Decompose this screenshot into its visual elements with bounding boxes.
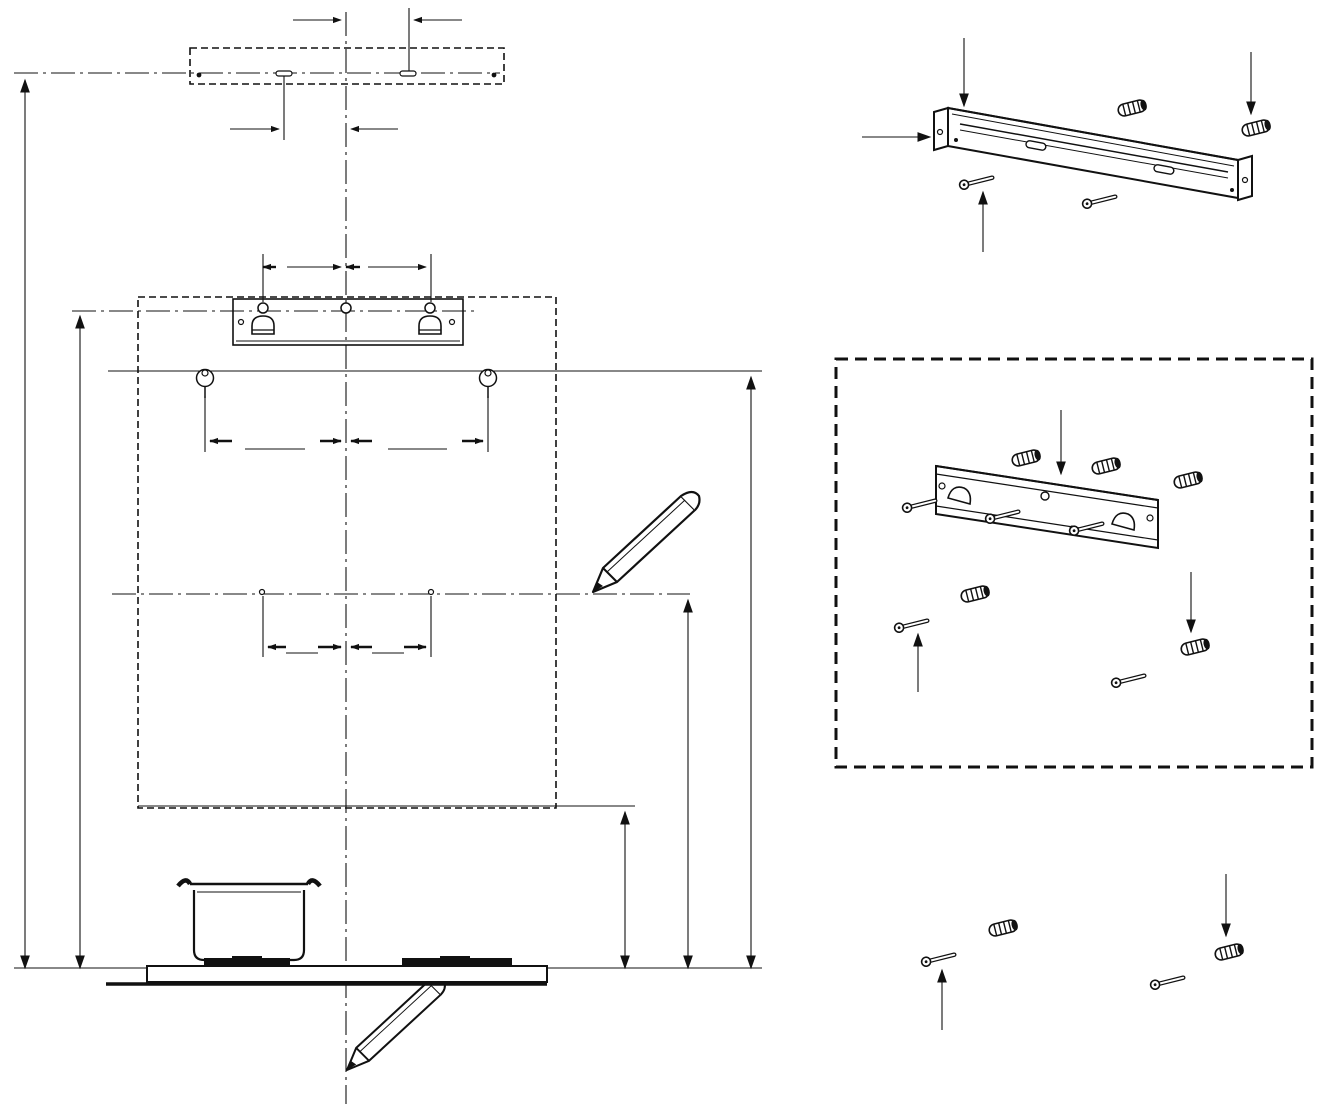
hob-body (146, 965, 548, 983)
bracket-install-step-2 (834, 357, 1314, 769)
bracket-icon (933, 106, 1253, 202)
pencil-icon (345, 976, 446, 1072)
wall-plug-icon (1240, 117, 1273, 139)
pot-icon (176, 878, 322, 962)
bracket-install-step-1 (862, 38, 1273, 252)
left-mounting-drawing (14, 8, 762, 1104)
wall-plug-icon (959, 583, 992, 605)
mark-point-left (258, 588, 266, 596)
screw-icon (1111, 671, 1146, 688)
top-bracket-hole-right (491, 72, 497, 78)
bracket-install-step-3 (921, 874, 1246, 1030)
bracket-hook-left (251, 315, 275, 335)
keyhole-left (195, 368, 215, 398)
pencil-icon (591, 490, 701, 594)
screw-icon (959, 173, 994, 190)
screw-icon (894, 616, 929, 633)
top-bracket-slot-right (399, 70, 417, 77)
wall-plug-icon (1090, 455, 1123, 477)
hood-outline (72, 254, 762, 809)
wall-plug-icon (1179, 636, 1212, 658)
wall-plug-icon (1172, 469, 1205, 491)
bracket-screw-center (340, 302, 352, 314)
top-bracket-slot-left (275, 70, 293, 77)
wall-plug-icon (1213, 941, 1246, 963)
detail-dashed-frame (834, 357, 1314, 769)
hood-dashed-outline (137, 296, 557, 809)
mark-point-right (427, 588, 435, 596)
top-bracket-hole-left (196, 72, 202, 78)
bracket-hook-right (418, 315, 442, 335)
hob-icon (14, 956, 762, 986)
screw-icon (921, 950, 956, 967)
screw-icon (902, 496, 937, 513)
bracket-screw-right (424, 302, 436, 314)
hood-bracket (232, 298, 464, 346)
bracket-screw-left (257, 302, 269, 314)
wall-plug-icon (1116, 97, 1149, 119)
height-dimensions (20, 78, 756, 970)
keyhole-right (478, 368, 498, 398)
wall-plug-icon (987, 917, 1020, 939)
wall-plug-icon (1010, 447, 1043, 469)
top-bracket-outline (189, 47, 505, 85)
bracket-icon (935, 464, 1159, 550)
screw-icon (1082, 192, 1117, 209)
top-bracket-template (14, 8, 505, 140)
screw-icon (1150, 973, 1185, 990)
